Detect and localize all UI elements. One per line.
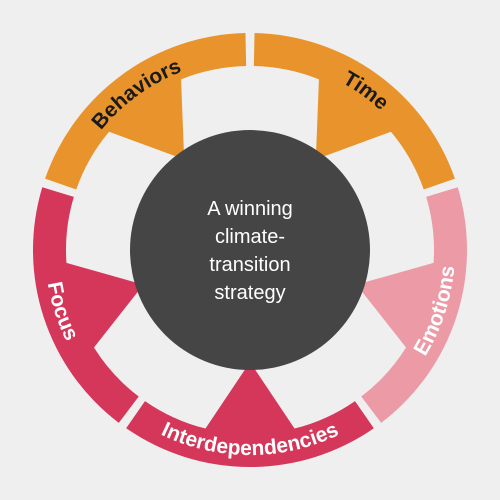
center-label: A winning climate-transition strategy — [207, 198, 293, 304]
center-line: climate- — [215, 226, 285, 248]
segment-time — [253, 33, 455, 190]
segment-behaviors — [45, 33, 247, 190]
segment-focus — [33, 187, 144, 423]
segment-interdependencies — [126, 362, 374, 468]
segment-emotions — [356, 187, 467, 423]
center-line: A winning — [207, 198, 293, 220]
center-line: strategy — [214, 282, 285, 304]
center-line: transition — [209, 254, 290, 276]
center-circle — [130, 130, 370, 370]
segments-layer — [33, 33, 467, 468]
